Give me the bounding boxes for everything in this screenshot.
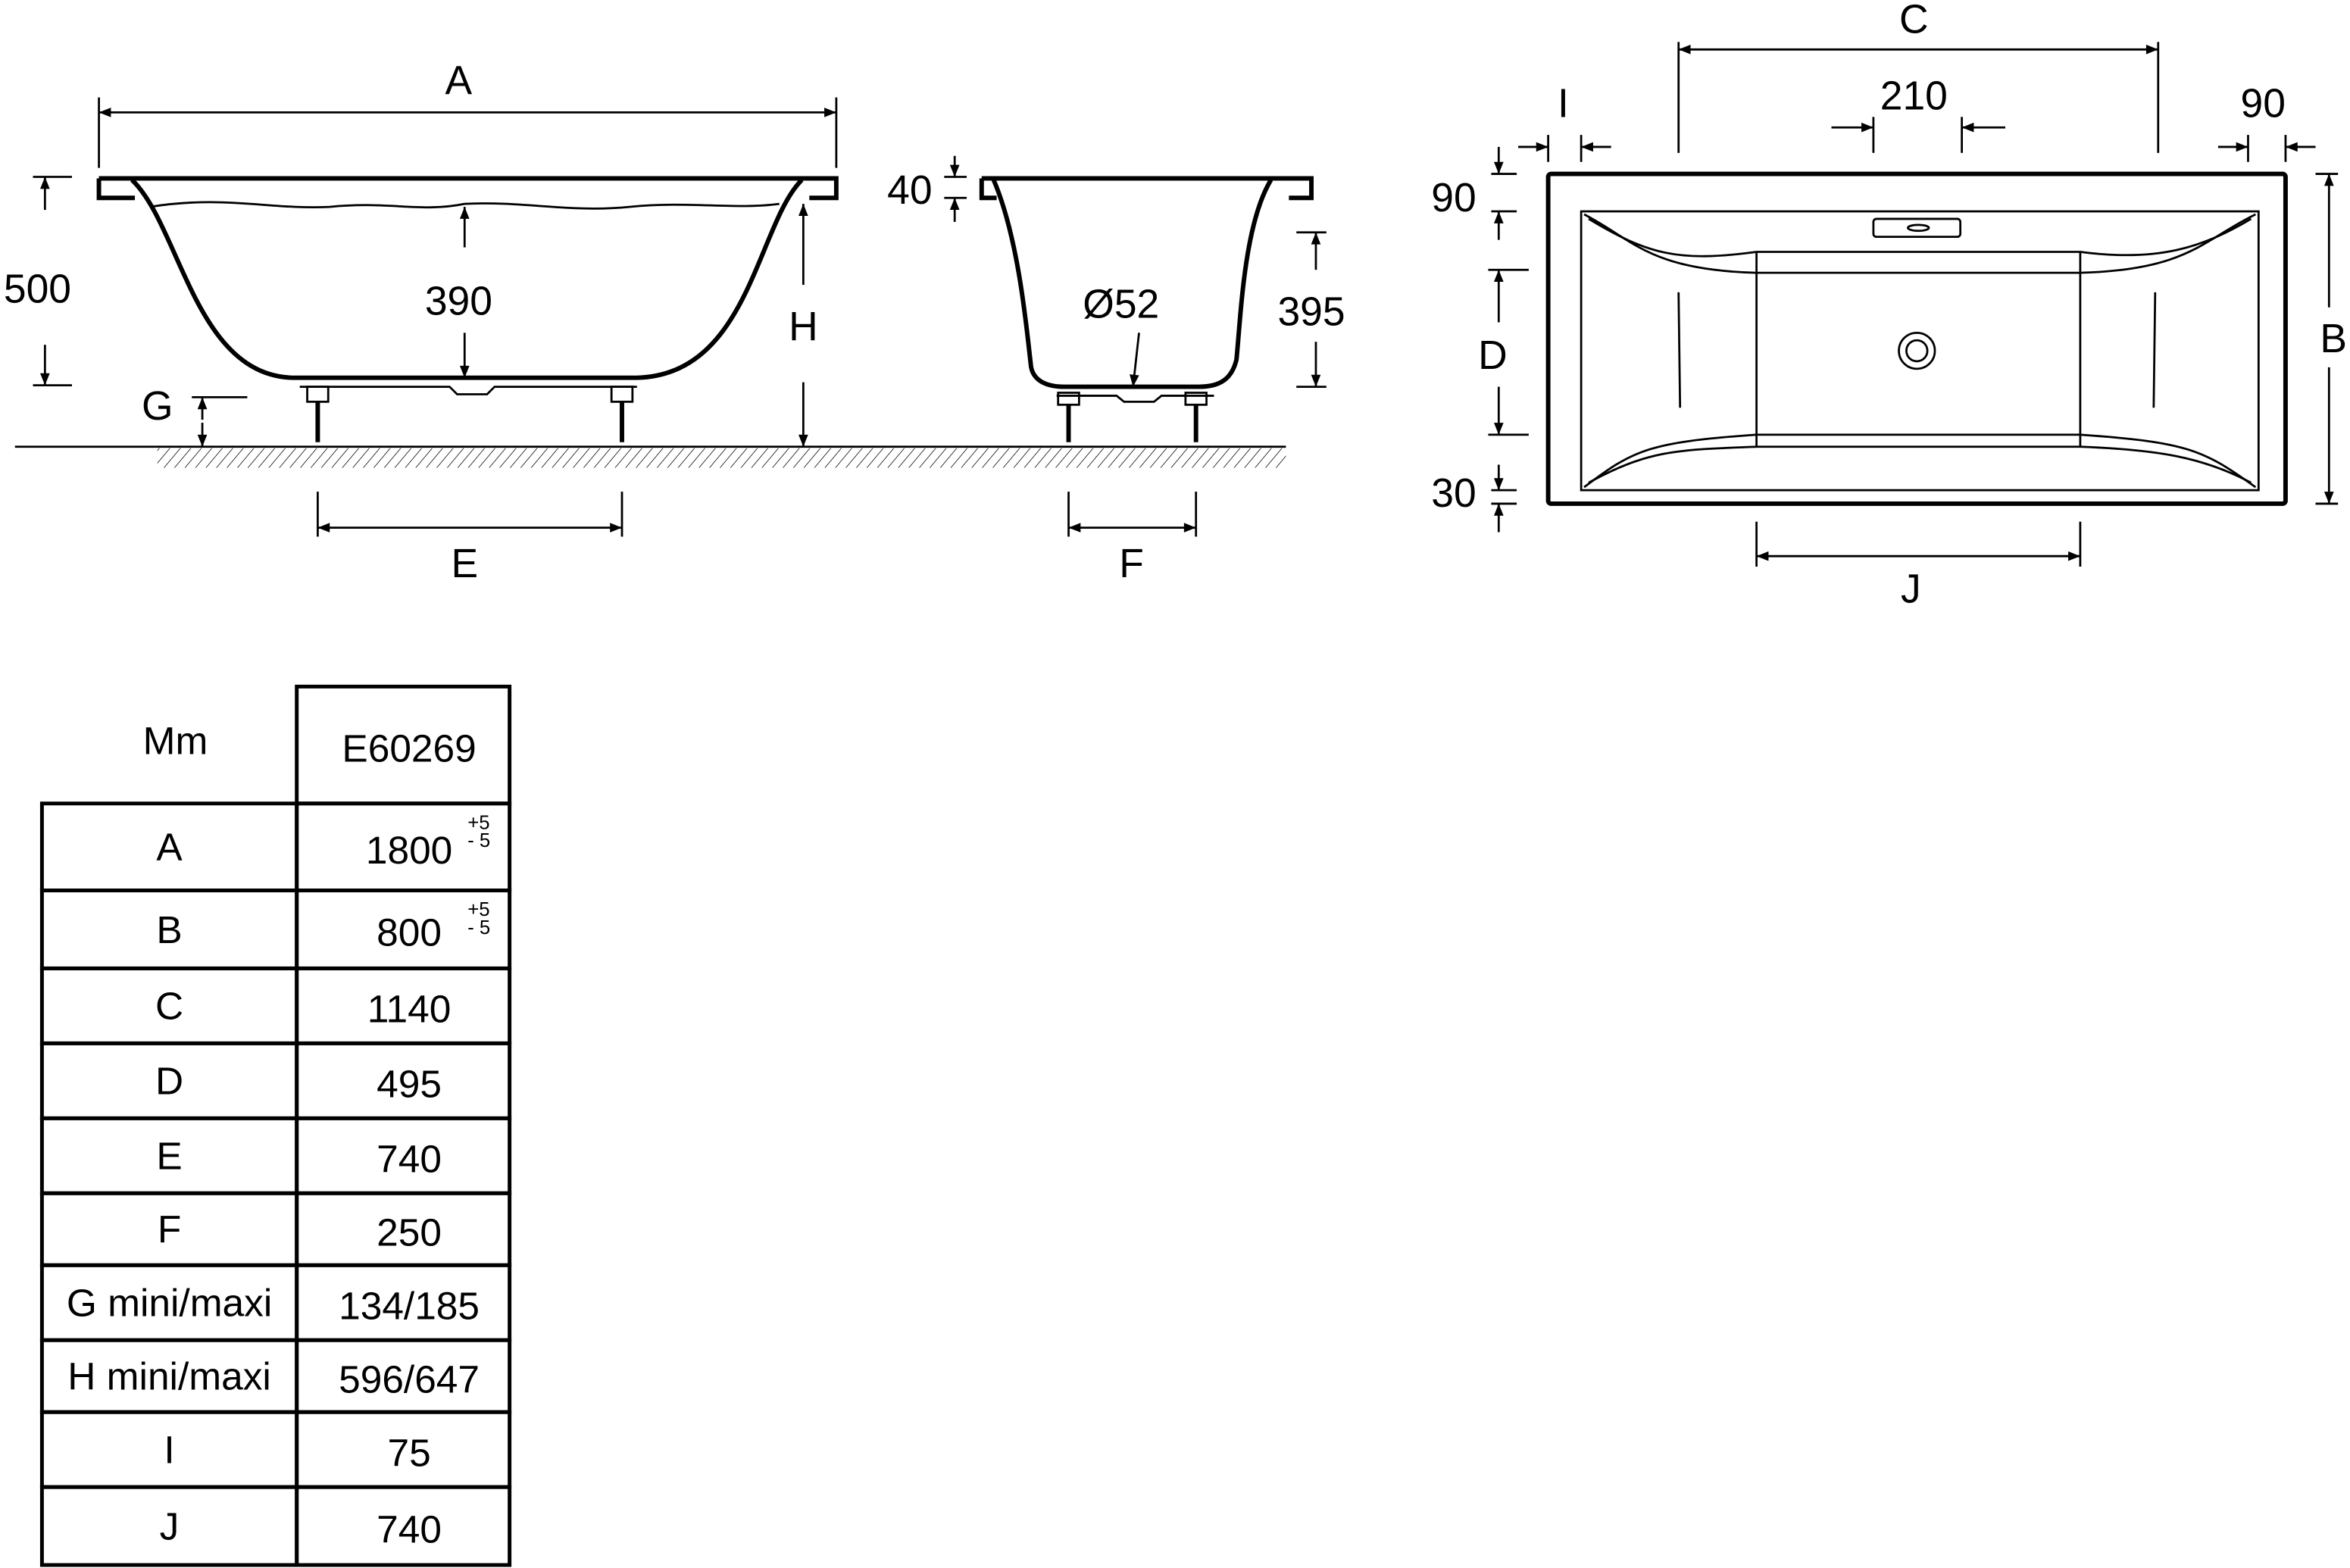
overflow-icon [1872,217,1962,239]
row-value: 596/647 [339,1357,480,1401]
table-row: I 75 [39,1410,512,1489]
row-label: F [158,1207,181,1251]
dim-label-a: A [445,59,473,104]
row-value: 75 [387,1430,430,1474]
end-view: 40 395 Ø52 F [887,155,1345,586]
table-row: J 740 [39,1485,512,1567]
floor-line [14,445,1286,468]
table-row: G mini/maxi 134/185 [39,1263,512,1342]
dim-label-d: D [1478,333,1508,378]
drain-icon [1898,331,1936,370]
row-label: G mini/maxi [67,1281,272,1325]
table-row: D 495 [39,1041,512,1120]
row-value: 800 [377,911,442,954]
row-value: 495 [377,1062,442,1106]
row-value: 250 [377,1210,442,1254]
table-header-unit: Mm [143,718,208,762]
dim-label-j: J [1901,567,1921,612]
row-label: E [156,1134,182,1178]
row-label: B [156,907,182,951]
support-leg [306,386,330,442]
dim-label-210: 210 [1880,73,1948,118]
row-value: 1800 [366,828,452,872]
row-label: I [164,1427,174,1471]
dim-label-395: 395 [1277,289,1345,334]
dim-label-i: I [1558,81,1569,126]
dim-label-b: B [2320,317,2347,361]
dim-label-30: 30 [1431,471,1476,516]
tolerance-minus: - 5 [467,917,490,939]
dim-label-90-right: 90 [2241,81,2286,126]
row-value: 1140 [367,987,452,1031]
dim-label-390: 390 [425,280,492,324]
row-value: 740 [377,1137,442,1181]
dim-label-c: C [1899,0,1929,42]
tolerance-plus: +5 [467,812,489,833]
table-row: A 1800 +5- 5 [39,801,512,892]
tolerance-plus: +5 [467,899,489,920]
support-leg [1184,392,1208,442]
dim-label-f: F [1119,542,1144,586]
table-header-model: E60269 [342,726,476,770]
table-row: C 1140 [39,966,512,1045]
row-value: 134/185 [339,1283,480,1327]
side-view: A 500 390 H G E [4,59,839,586]
row-label: H mini/maxi [67,1354,271,1398]
support-leg [610,386,634,442]
dim-label-90-left: 90 [1431,176,1476,220]
dim-label-h: H [789,305,818,349]
row-label: J [160,1504,180,1548]
tolerance-minus: - 5 [467,830,490,851]
plan-view: C 210 I 90 B 90 D 30 [1431,0,2347,612]
dim-label-g: G [142,384,173,429]
table-row: B 800 +5- 5 [39,889,512,970]
table-row: E 740 [39,1116,512,1195]
dim-label-e: E [451,542,478,586]
drain-diameter-label: Ø52 [1083,283,1159,327]
row-label: C [155,984,183,1028]
row-label: D [155,1059,183,1103]
support-leg [1057,392,1080,442]
row-label: A [156,825,183,869]
table-row: H mini/maxi 596/647 [39,1338,512,1414]
dim-label-40: 40 [887,168,932,213]
table-cell [295,1485,512,1567]
table-row: F 250 [39,1191,512,1267]
dim-label-500: 500 [4,267,71,312]
row-value: 740 [377,1507,442,1551]
